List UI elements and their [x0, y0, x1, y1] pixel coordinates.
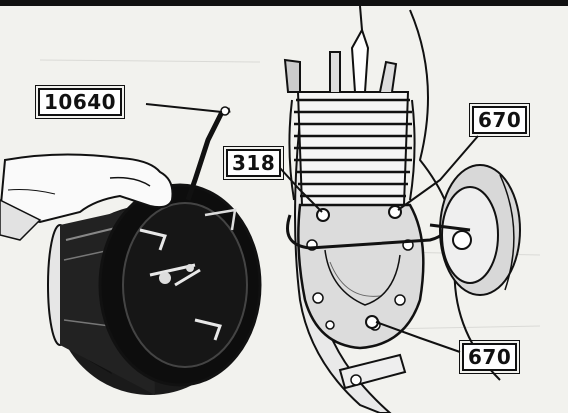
- engine: [283, 5, 521, 413]
- cylinder-fins: [288, 91, 416, 206]
- callout-670-lower: 670: [458, 340, 521, 374]
- crankcase: [297, 203, 425, 350]
- callout-318: 318: [222, 146, 285, 180]
- leader-lines: [145, 103, 479, 353]
- callout-10640: 10640: [34, 85, 126, 119]
- brake-drum: [47, 183, 262, 395]
- flywheel: [429, 164, 521, 296]
- hand: [0, 153, 174, 241]
- callout-670-upper: 670: [468, 103, 531, 137]
- bolt-318: [316, 208, 330, 222]
- bolt-670-upper: [388, 205, 402, 219]
- top-border: [0, 0, 568, 6]
